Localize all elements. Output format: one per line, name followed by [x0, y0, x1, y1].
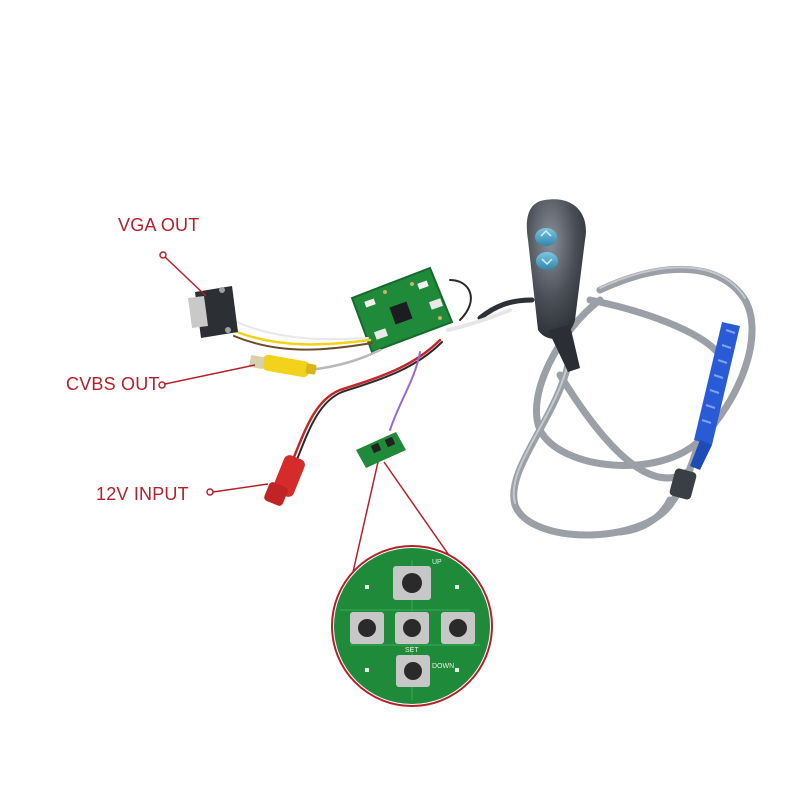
keypad-zoom-view: UP LEFT SET RIGHT DOWN — [329, 545, 495, 707]
blue-cable-sleeve — [669, 322, 740, 500]
keypad-switch-set — [395, 612, 429, 644]
cvbs-rca-connector — [249, 354, 317, 378]
keypad-label-down: DOWN — [432, 663, 454, 670]
remote-controller — [526, 199, 586, 372]
vga-out-label: VGA OUT — [118, 215, 200, 235]
main-pcb — [350, 266, 454, 354]
cvbs-out-label: CVBS OUT — [66, 374, 160, 394]
callout-leaders — [158, 251, 269, 496]
keypad-pcb-small — [356, 432, 406, 468]
remote-button-up — [535, 228, 557, 246]
vga-connector — [188, 286, 238, 338]
wires — [230, 279, 512, 464]
remote-cable — [477, 297, 535, 321]
keypad-switch-up — [393, 566, 431, 600]
keypad-switch-right — [441, 612, 475, 644]
keypad-switch-down — [396, 655, 430, 687]
keypad-label-left: LEFT — [329, 606, 336, 624]
remote-button-down — [536, 252, 558, 270]
keypad-label-up: UP — [432, 559, 442, 566]
keypad-switch-left — [350, 612, 384, 644]
12v-input-label: 12V INPUT — [96, 484, 189, 504]
keypad-label-right: RIGHT — [488, 626, 495, 649]
dc-power-jack — [264, 455, 305, 506]
gray-cable-highlight — [512, 266, 746, 504]
keypad-label-set: SET — [405, 647, 419, 654]
